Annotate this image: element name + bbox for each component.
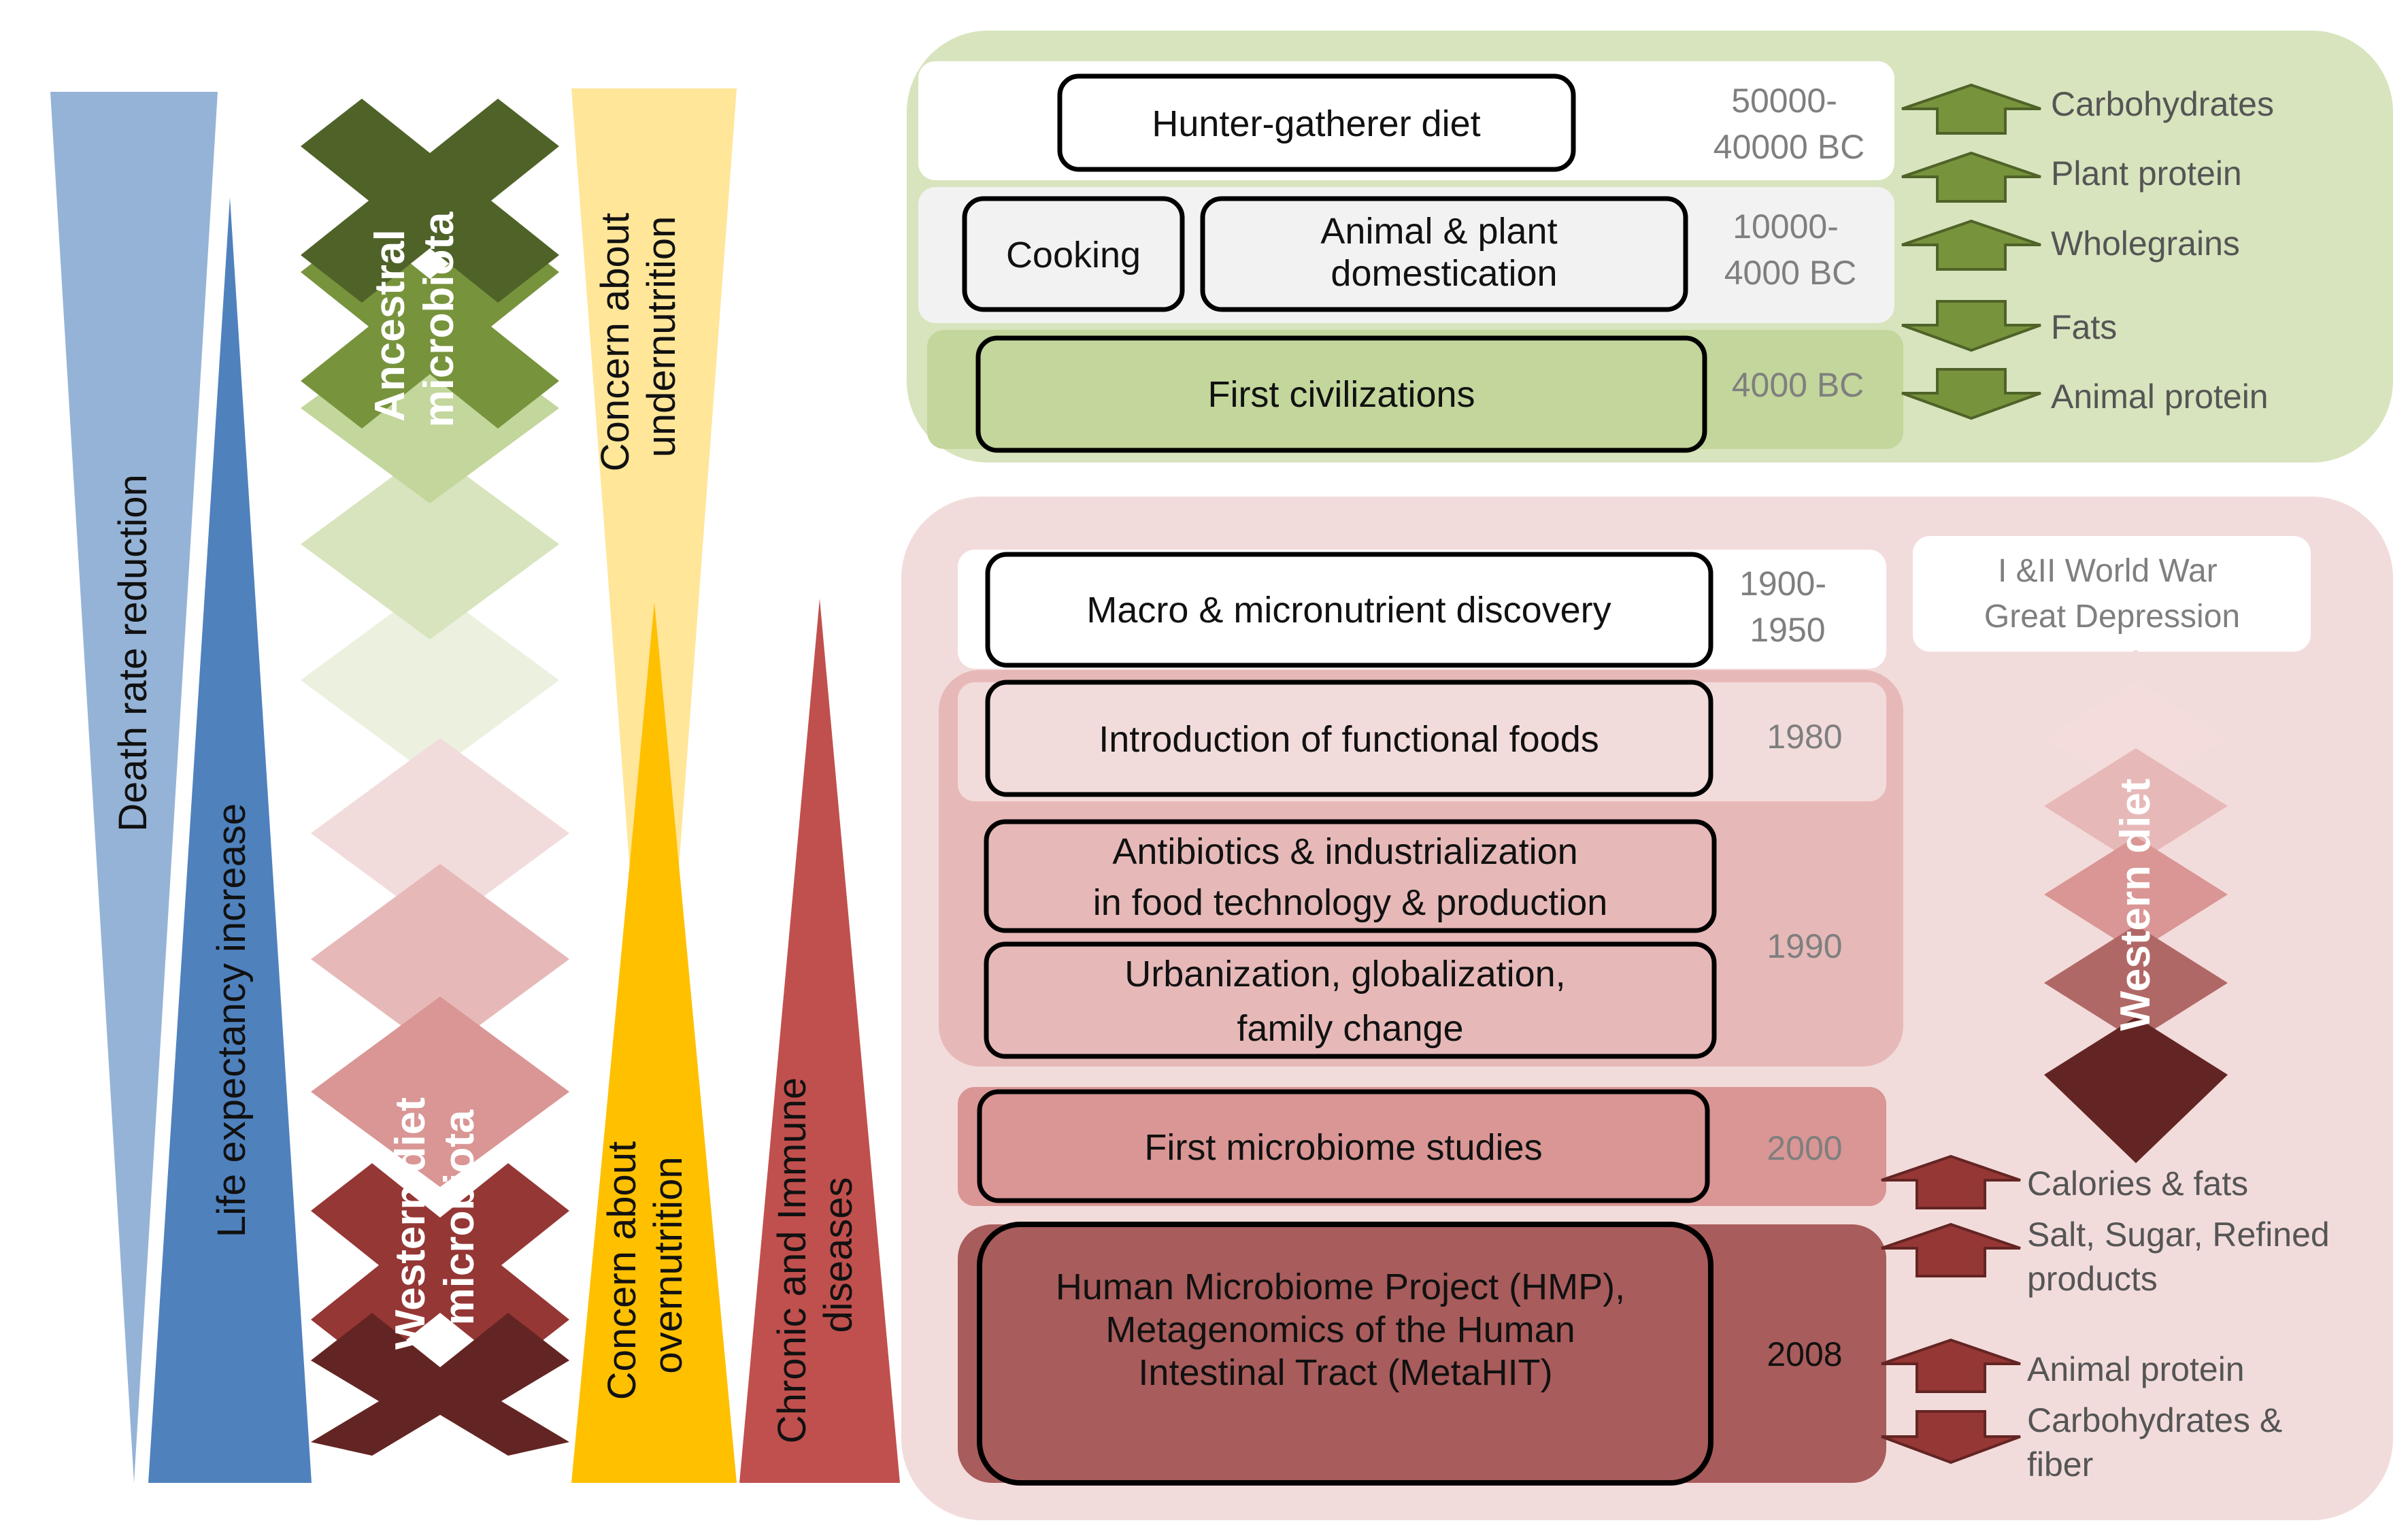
chronic-immune-label: Chronic and Immune diseases [770, 1067, 860, 1444]
hunter-gatherer-box [1057, 73, 1576, 172]
western-microbiota-label: Western diet microbiota [387, 1086, 483, 1350]
diamond-western-3 [311, 997, 569, 1187]
trend-plant-protein: Plant protein [2051, 154, 2242, 192]
diamond-wd-1-fade [2044, 680, 2228, 796]
x-western-5 [311, 1313, 569, 1456]
functional-foods-box [985, 680, 1713, 797]
arrow-up-icon [1901, 83, 2041, 135]
arrow-up-icon [1901, 151, 2041, 203]
arrow-up-icon [1881, 1338, 2021, 1393]
overnutrition-label: Concern about overnutrition [600, 1131, 690, 1401]
trend-carbohydrates: Carbohydrates [2051, 85, 2274, 123]
life-expectancy-column: Life expectancy increase [148, 197, 312, 1483]
life-expectancy-wedge [148, 197, 312, 1483]
year-4000: 4000 BC [1732, 366, 1864, 404]
death-rate-wedge [50, 92, 218, 1483]
death-rate-label: Death rate reduction [111, 474, 155, 832]
modern-panel: Macro & micronutrient discovery 1900- 19… [901, 497, 2393, 1520]
trend-animal-protein-modern: Animal protein [2027, 1350, 2245, 1388]
undernutrition-label: Concern about undernutrition [593, 202, 684, 472]
chronic-immune-wedge [739, 599, 900, 1483]
first-civilizations-box [975, 335, 1707, 453]
diamond-ancestral-5 [301, 585, 559, 775]
trend-wholegrains: Wholegrains [2051, 224, 2240, 263]
year-2000: 2000 [1767, 1129, 1842, 1167]
world-war-text: I &II World War Great Depression [1984, 553, 2240, 635]
year-10000: 10000- 4000 BC [1724, 207, 1857, 292]
year-2008: 2008 [1767, 1335, 1842, 1373]
chronic-immune-column: Chronic and Immune diseases [739, 599, 900, 1483]
first-microbiome-text: First microbiome studies [1144, 1127, 1542, 1168]
urbanization-box [984, 941, 1717, 1059]
hmp-box [977, 1222, 1713, 1486]
year-1990: 1990 [1767, 927, 1842, 965]
trend-salt-sugar: Salt, Sugar, Refined products [2027, 1216, 2339, 1298]
first-civilizations-text: First civilizations [1207, 374, 1475, 415]
western-diet-stack: Western diet [2044, 650, 2228, 1163]
concern-overnutrition-column: Concern about overnutrition [571, 602, 737, 1483]
diamond-wd-2 [2044, 748, 2228, 864]
ancient-panel: Hunter-gatherer diet 50000- 40000 BC Coo… [907, 31, 2393, 463]
arrow-down-icon [1901, 300, 2041, 352]
life-expectancy-label: Life expectancy increase [210, 803, 254, 1237]
death-rate-column: Death rate reduction [50, 92, 218, 1483]
world-war-box [1913, 536, 2311, 652]
year-1900: 1900- 1950 [1739, 565, 1836, 649]
first-microbiome-box [977, 1089, 1710, 1203]
ancestral-microbiota-stack: Ancestral microbiota [301, 99, 559, 775]
macro-box [985, 552, 1713, 668]
urbanization-text: Urbanization, globalization, family chan… [1124, 954, 1575, 1049]
hunter-gatherer-text: Hunter-gatherer diet [1152, 103, 1480, 144]
western-microbiota-stack: Western diet microbiota [311, 738, 569, 1456]
arrow-down-icon [1901, 368, 2041, 420]
diamond-ancestral-4 [301, 449, 559, 639]
diamond-western-2 [311, 864, 569, 1054]
domestication-box [1200, 196, 1688, 312]
hmp-text: Human Microbiome Project (HMP), Metageno… [1056, 1267, 1635, 1393]
antibiotics-box [984, 819, 1717, 933]
trend-calories-fats: Calories & fats [2027, 1165, 2248, 1203]
ancestral-microbiota-label: Ancestral microbiota [367, 212, 463, 427]
ancient-trends: Carbohydrates Plant protein Wholegrains … [1901, 83, 2274, 420]
cooking-text: Cooking [1006, 235, 1141, 275]
year-50000: 50000- 40000 BC [1713, 82, 1864, 166]
arrow-up-icon [1901, 219, 2041, 271]
domestication-text: Animal & plant domestication [1320, 211, 1567, 294]
arrow-down-icon [1881, 1410, 2021, 1464]
diamond-wd-3 [2044, 837, 2228, 952]
antibiotics-text: Antibiotics & industrialization in food … [1093, 831, 1608, 923]
cooking-box [962, 196, 1185, 312]
diamond-wd-4 [2044, 925, 2228, 1041]
diamond-western-1 [311, 738, 569, 928]
trend-animal-protein: Animal protein [2051, 378, 2269, 416]
macro-text: Macro & micronutrient discovery [1086, 590, 1611, 631]
modern-trends: Calories & fats Salt, Sugar, Refined pro… [1881, 1154, 2339, 1484]
trend-fats: Fats [2051, 308, 2117, 346]
diamond-wd-5 [2044, 1017, 2228, 1163]
arrow-up-icon [1881, 1154, 2021, 1209]
western-diet-label: Western diet [2112, 779, 2159, 1031]
x-ancestral-1 [301, 99, 559, 303]
functional-foods-text: Introduction of functional foods [1099, 719, 1599, 760]
overnutrition-wedge [571, 602, 737, 1483]
year-1980: 1980 [1767, 718, 1842, 756]
trend-carbohydrates-fiber: Carbohydrates & fiber [2027, 1401, 2292, 1484]
arrow-up-icon [1881, 1222, 2021, 1277]
